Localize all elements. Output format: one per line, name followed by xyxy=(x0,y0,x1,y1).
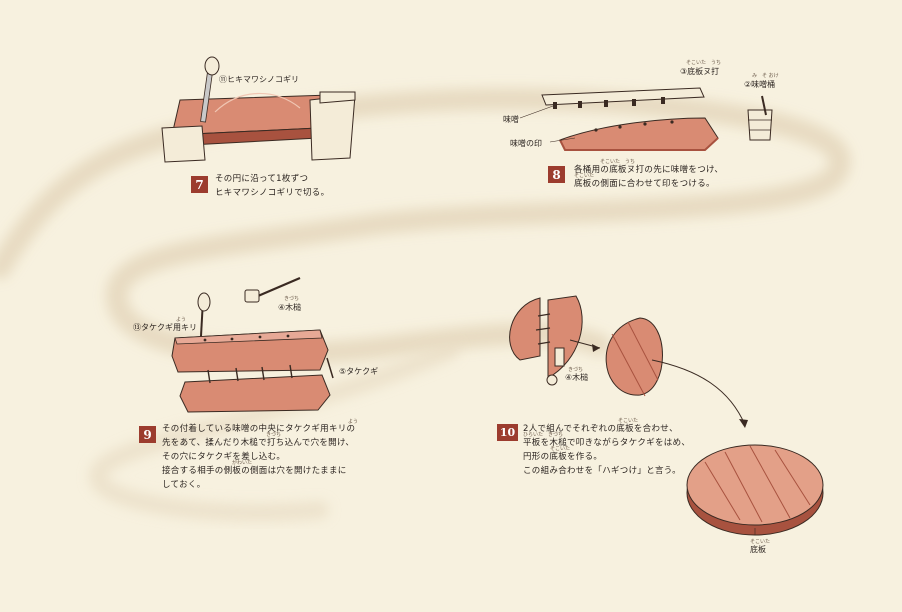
step10-result-ruby: そこいた xyxy=(750,539,771,545)
step8-mark-label: 味噌の印 xyxy=(510,139,542,148)
step10-assembly-illustration xyxy=(509,295,824,536)
step10-number-badge: 10 xyxy=(497,424,518,441)
step7-tool-label: ⑪ヒキマワシノコギリ xyxy=(219,75,299,84)
step9-text-line2: 先をあて、揉んだり木槌で打ち込んで穴を開け、 xyxy=(162,438,355,448)
step8-tool1-ruby: そこいた うち xyxy=(686,60,722,66)
step7-text-line1: その円に沿って1枚ずつ xyxy=(215,174,309,184)
step9-tool1-label: ⑬タケクギ用キリ xyxy=(133,323,197,332)
step9-text-line4: 接合する相手の側板の側面は穴を開けたままに xyxy=(162,466,347,476)
step8-tool2-label: ②味噌桶 xyxy=(744,80,776,89)
step9-ruby-gawaita: がわいた xyxy=(232,460,253,466)
step10-tool-label: ④木槌 xyxy=(565,373,589,382)
step9-text-line3: その穴にタケクギを差し込む。 xyxy=(162,452,286,462)
step10-text-line2: 平板を木槌で叩きながらタケクギをはめ、 xyxy=(523,438,691,448)
step8-text-line1: 各桶用の底板ヌ打の先に味噌をつけ、 xyxy=(574,165,724,175)
step9-ruby-kizuchi: きづち xyxy=(266,432,282,438)
step10-result-label: 底板 xyxy=(750,545,766,554)
step9-ruby-you: よう xyxy=(348,419,359,425)
step7-number-badge: 7 xyxy=(191,176,208,193)
step8-marking-illustration xyxy=(519,87,773,151)
step8-ruby1: そこいた うち xyxy=(600,159,636,165)
step10-ruby-soko2: そこいた xyxy=(550,446,571,452)
step9-tool1-ruby: よう xyxy=(176,317,187,323)
step8-miso-label: 味噌 xyxy=(503,115,519,124)
step8-tool2-ruby: み そ おけ xyxy=(752,73,779,79)
step10-text-line1: 2人で組んでそれぞれの底板を合わせ、 xyxy=(523,424,678,434)
step8-text-line2: 底板の側面に合わせて印をつける。 xyxy=(574,179,715,189)
step8-number-badge: 8 xyxy=(548,166,565,183)
step10-ruby-soko: そこいた xyxy=(618,418,639,424)
step8-ruby2: そこいた xyxy=(574,173,595,179)
step9-text-line1: その付着している味噌の中央にタケクギ用キリの xyxy=(162,424,356,434)
step9-drilling-illustration xyxy=(171,276,334,413)
bamboo-nail-icon xyxy=(326,357,334,379)
miso-bucket-icon xyxy=(747,95,773,141)
step7-text-line2: ヒキマワシノコギリで切る。 xyxy=(215,188,330,198)
step9-number-badge: 9 xyxy=(139,426,156,443)
step10-ruby-hiraita: ひらいた きづち xyxy=(523,432,564,438)
step9-text-line5: しておく。 xyxy=(162,480,206,490)
step10-text-line4: この組み合わせを「ハギつけ」と言う。 xyxy=(523,466,681,476)
step10-text-line3: 円形の底板を作る。 xyxy=(523,452,603,462)
step9-tool2-label: ④木槌 xyxy=(278,303,302,312)
step9-tool3-label: ⑤タケクギ xyxy=(339,367,379,376)
mallet-icon xyxy=(244,276,301,303)
step9-tool2-ruby: きづち xyxy=(284,296,300,302)
step8-tool1-label: ③底板ヌ打 xyxy=(680,67,720,76)
step10-tool-ruby: きづち xyxy=(568,367,584,373)
step7-sawing-illustration xyxy=(161,56,356,163)
